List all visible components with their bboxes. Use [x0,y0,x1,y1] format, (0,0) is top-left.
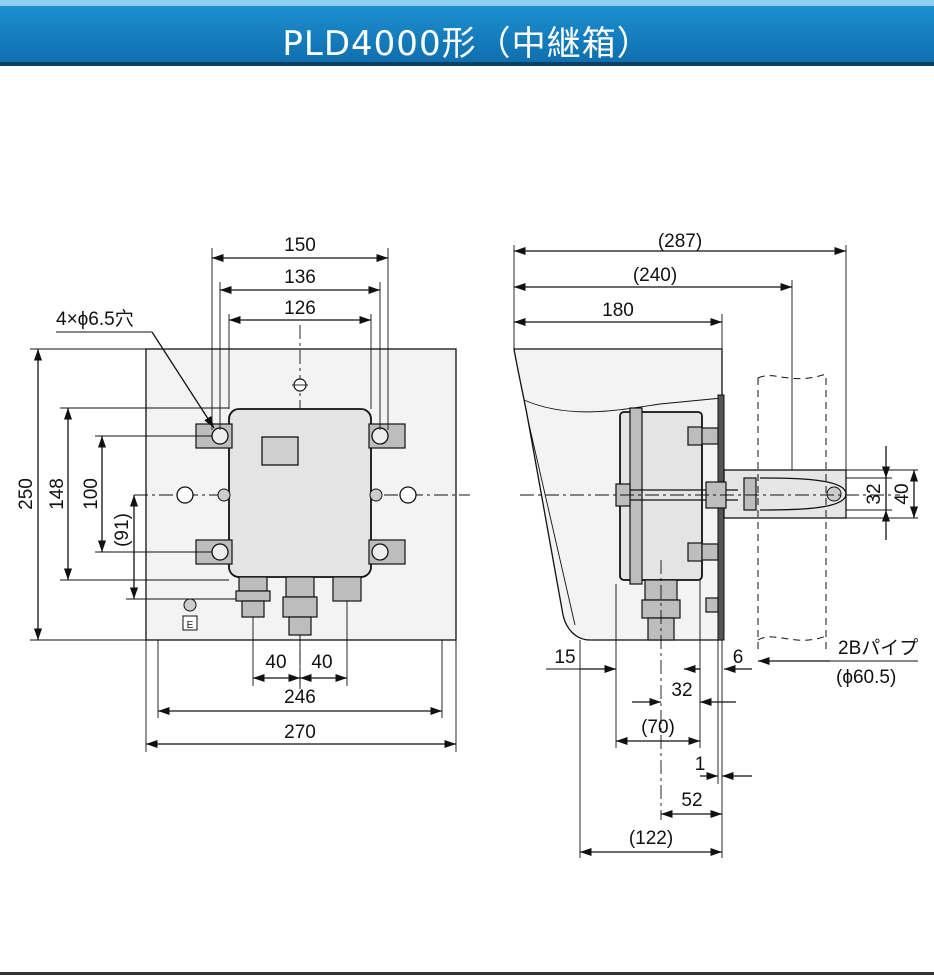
pipe-diameter: (ϕ60.5) [836,667,896,688]
dim-6: 6 [733,647,744,668]
dim-32-vertical: 32 [864,483,885,504]
title-bar: PLD4000形（中継箱） [0,0,934,66]
dim-52: 52 [681,790,702,811]
dim-15: 15 [554,647,575,668]
dim-40-vertical: 40 [892,483,913,504]
dim-136: 136 [284,267,316,288]
dim-32-horizontal: 32 [671,680,692,701]
display-window [261,436,299,466]
earth-mark-box [182,615,198,631]
dim-40-left: 40 [265,652,286,673]
dim-287: (287) [658,231,702,252]
pipe-2b [757,373,827,650]
dim-240: (240) [633,265,677,286]
dim-246: 246 [284,687,316,708]
mount-plate-edge [717,394,725,641]
dim-122: (122) [629,828,673,849]
dim-180: 180 [602,300,634,321]
pipe-label: 2Bパイプ [838,637,918,659]
dim-270: 270 [284,722,316,743]
dim-126: 126 [284,298,316,319]
dim-100: 100 [81,478,102,510]
hole-note: 4×ϕ6.5穴 [56,308,134,330]
earth-mark: E [187,620,194,631]
dim-40-right: 40 [311,652,332,673]
junction-box [228,408,372,578]
front-view: E 150 136 126 4×ϕ6.5穴 250 148 100 ( [16,235,470,752]
side-view: (287) (240) 180 32 40 2Bパイプ (ϕ60.5) 15 [513,231,918,858]
dim-91: (91) [112,513,133,547]
dim-250: 250 [16,478,37,510]
dim-150: 150 [284,235,316,256]
footer-rule [0,972,934,975]
cable-glands [235,576,362,636]
dim-1: 1 [695,754,706,775]
dim-148: 148 [47,478,68,510]
dim-70: (70) [641,717,675,738]
page-title: PLD4000形（中継箱） [282,24,652,64]
